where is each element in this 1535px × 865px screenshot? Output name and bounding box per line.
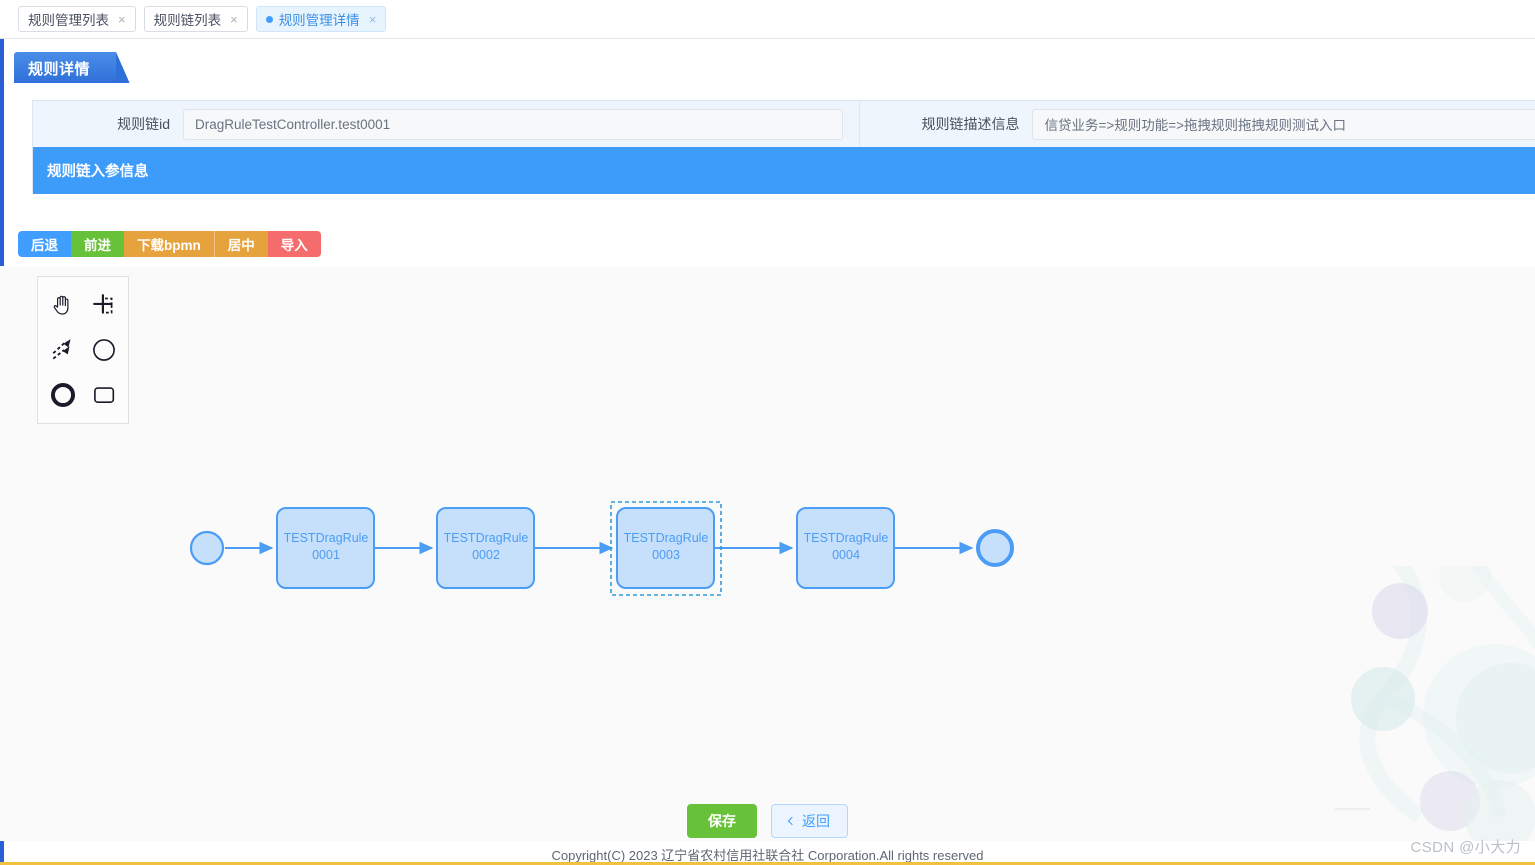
start-event[interactable] bbox=[189, 530, 225, 566]
palette-task[interactable] bbox=[83, 372, 124, 417]
palette-connect-tool[interactable] bbox=[42, 328, 83, 373]
connect-tool-icon bbox=[52, 339, 71, 360]
end-event[interactable] bbox=[976, 529, 1014, 567]
task-icon bbox=[93, 386, 114, 403]
tab-label: 规则链列表 bbox=[153, 13, 222, 28]
download-bpmn-button[interactable]: 下载bpmn bbox=[124, 231, 214, 257]
tab-close-icon[interactable]: × bbox=[368, 11, 377, 27]
back-button[interactable]: 返回 bbox=[771, 804, 848, 838]
page-title: 规则详情 bbox=[14, 52, 131, 84]
bpmn-toolbar: 后退 前进 下载bpmn 居中 导入 bbox=[18, 231, 321, 257]
start-event-icon bbox=[92, 339, 115, 361]
tab-rule-management-detail[interactable]: 规则管理详情 × bbox=[255, 6, 387, 32]
chevron-left-icon bbox=[787, 816, 797, 826]
bottom-accent-rule bbox=[0, 862, 1535, 865]
ribbon-underline bbox=[14, 83, 1535, 85]
footer-actions: 保存 返回 bbox=[0, 804, 1535, 838]
field-chain-id: 规则链id DragRuleTestController.test0001 bbox=[33, 101, 861, 147]
palette-start-event[interactable] bbox=[83, 328, 124, 373]
tab-label: 规则管理详情 bbox=[278, 13, 360, 28]
copyright-text: Copyright(C) 2023 辽宁省农村信用社联合社 Corporatio… bbox=[551, 848, 984, 863]
palette-lasso-tool[interactable] bbox=[83, 283, 124, 328]
task-node-4[interactable] bbox=[796, 507, 895, 589]
undo-button[interactable]: 后退 bbox=[18, 231, 71, 257]
task-node-2[interactable] bbox=[436, 507, 535, 589]
task-node-3-selected[interactable] bbox=[610, 501, 722, 596]
palette-hand-tool[interactable] bbox=[42, 283, 83, 328]
back-button-label: 返回 bbox=[802, 813, 830, 829]
tab-rule-management-list[interactable]: 规则管理列表 × bbox=[18, 6, 136, 32]
chain-id-label: 规则链id bbox=[117, 116, 170, 132]
tab-label: 规则管理列表 bbox=[28, 13, 109, 28]
hand-tool-icon bbox=[53, 296, 68, 315]
chain-description-label: 规则链描述信息 bbox=[921, 116, 1020, 132]
end-event-icon bbox=[50, 382, 75, 407]
active-tab-dot-icon bbox=[265, 15, 273, 23]
rule-detail-form: 规则链id DragRuleTestController.test0001 规则… bbox=[32, 100, 1535, 194]
task-node-1[interactable] bbox=[276, 507, 375, 589]
bpmn-canvas[interactable]: TESTDragRule 0001 TESTDragRule 0002 TEST… bbox=[0, 266, 1535, 841]
redo-button[interactable]: 前进 bbox=[71, 231, 124, 257]
palette-end-event[interactable] bbox=[42, 372, 83, 417]
tab-rule-chain-list[interactable]: 规则链列表 × bbox=[143, 6, 248, 32]
center-view-button[interactable]: 居中 bbox=[213, 231, 268, 257]
bpmn-palette bbox=[37, 276, 129, 424]
tab-bar: 规则管理列表 × 规则链列表 × 规则管理详情 × bbox=[0, 0, 1535, 39]
field-chain-description: 规则链描述信息 信贷业务=>规则功能=>拖拽规则拖拽规则测试入口 bbox=[860, 101, 1535, 147]
form-row-top: 规则链id DragRuleTestController.test0001 规则… bbox=[33, 101, 1535, 147]
bpmn-process-diagram[interactable] bbox=[0, 266, 1535, 841]
chain-id-input[interactable]: DragRuleTestController.test0001 bbox=[183, 108, 844, 140]
page-title-ribbon: 规则详情 bbox=[14, 52, 131, 84]
save-button[interactable]: 保存 bbox=[687, 804, 757, 838]
lasso-tool-icon bbox=[92, 294, 113, 314]
section-banner-input-params: 规则链入参信息 bbox=[33, 147, 1535, 194]
tab-close-icon[interactable]: × bbox=[230, 11, 238, 27]
selection-outline bbox=[610, 501, 722, 596]
tab-close-icon[interactable]: × bbox=[118, 11, 126, 27]
chain-description-input[interactable]: 信贷业务=>规则功能=>拖拽规则拖拽规则测试入口 bbox=[1032, 108, 1535, 140]
import-button[interactable]: 导入 bbox=[267, 231, 321, 257]
